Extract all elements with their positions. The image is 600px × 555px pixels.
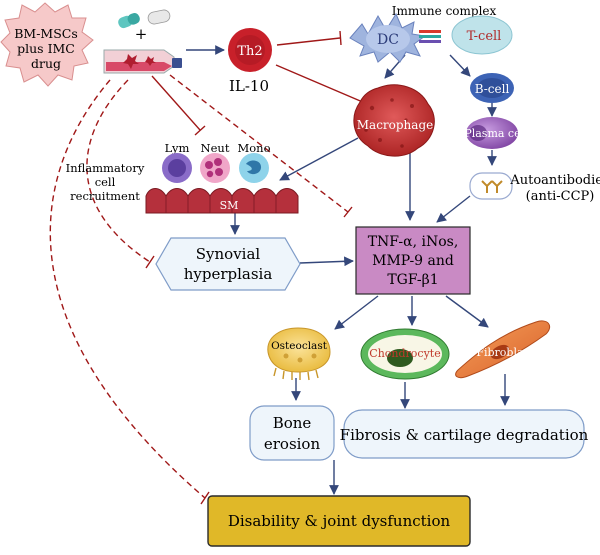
plasma-cell-label: Plasma cell (464, 127, 528, 140)
bone-label-line1: Bone (273, 414, 312, 432)
inflam-label-line1: Inflammatory (66, 161, 145, 175)
starburst-shape (0, 2, 94, 87)
th2-cell: Th2 (228, 28, 272, 72)
anti-ccp-label: (anti-CCP) (526, 189, 595, 204)
synovial-label-line1: Synovial (196, 245, 261, 263)
th2-label: Th2 (237, 44, 262, 59)
il10-label: IL-10 (229, 77, 269, 95)
tcell-label: T-cell (467, 29, 502, 44)
msc-label-line1: BM-MSCs (14, 26, 78, 41)
arrow-dc-to-bcell (449, 54, 471, 77)
bone-erosion-box: Bone erosion (249, 405, 335, 461)
bcell: B-cell (470, 73, 514, 103)
lym-label: Lym (165, 141, 190, 155)
arrow-autoab-to-cytokines (436, 195, 471, 223)
msc-starburst: BM-MSCs plus IMC drug (0, 2, 94, 87)
immune-complex-label: Immune complex (392, 4, 497, 18)
inhibit-bar-disability (200, 491, 210, 505)
inhibit-to-disability-dashed (49, 79, 206, 499)
disability-label: Disability & joint dysfunction (228, 512, 451, 530)
inhibit-bar-cells (194, 125, 206, 136)
arrow-cytokines-to-fibroblast (445, 295, 489, 328)
neutrophil-cell: Neut (200, 141, 230, 183)
fibroblast-label: Fibroblast (476, 346, 534, 359)
msc-label-line2: plus IMC (17, 41, 75, 56)
arrow-cytokines-to-osteoclast (334, 295, 379, 330)
dendritic-cell: DC (349, 12, 427, 63)
bone-label-line2: erosion (264, 435, 321, 453)
tcell: T-cell (451, 15, 513, 55)
activation-arrows (186, 45, 510, 495)
inflam-label-line2: cell (95, 175, 116, 189)
monocyte-cell: Mono (237, 141, 271, 183)
synovial-hyperplasia-box: Synovial hyperplasia (155, 237, 301, 291)
inflam-label-line3: recruitment (70, 189, 140, 203)
culture-flask-icon (103, 49, 182, 74)
fibroblast-cell: Fibroblast (455, 320, 551, 379)
inhibit-bar-synovial (145, 255, 155, 269)
cytokine-line2: MMP-9 and (372, 253, 454, 269)
macrophage-cell: Macrophage (353, 84, 435, 157)
neut-label: Neut (201, 141, 230, 155)
inhibit-to-synovial-dashed (86, 79, 151, 263)
plus-sign: + (135, 25, 148, 43)
inhibit-bar-cytokines (343, 206, 353, 218)
autoantibody-icon (469, 172, 513, 200)
immune-synapse-icon (419, 30, 441, 43)
mono-label: Mono (237, 141, 270, 155)
osteoclast-cell: Osteoclast (267, 327, 331, 381)
disability-box: Disability & joint dysfunction (207, 495, 471, 547)
bcell-label: B-cell (475, 82, 510, 96)
inhibit-th2-to-macrophage (275, 64, 366, 104)
fibrosis-box: Fibrosis & cartilage degradation (340, 409, 589, 459)
chondrocyte-cell: Chondrocyte (360, 328, 450, 380)
inhibit-th2-to-dc (276, 37, 341, 46)
arrow-synovial-to-cytokines (299, 256, 354, 267)
dc-label: DC (377, 32, 399, 48)
osteoclast-label: Osteoclast (271, 340, 328, 352)
inhibit-flask-to-cytokines-dashed (169, 74, 349, 213)
inhibition-lines (49, 30, 369, 505)
inhibit-bar-dc (339, 30, 342, 46)
synovial-membrane: SM (145, 188, 299, 214)
chondrocyte-label: Chondrocyte (369, 347, 440, 360)
autoantibodies-label: Autoantibodies (509, 173, 600, 188)
arrow-macrophage-to-cells (279, 137, 359, 181)
drug-pills-icon (118, 9, 171, 29)
plasma-cell: Plasma cell (464, 117, 528, 149)
synovial-label-line2: hyperplasia (184, 265, 273, 283)
cytokines-box: TNF-α, iNos, MMP-9 and TGF-β1 (355, 226, 471, 295)
fibrosis-label: Fibrosis & cartilage degradation (340, 426, 589, 444)
inhibit-flask-to-cells (151, 75, 201, 131)
macrophage-label: Macrophage (357, 118, 433, 132)
cytokine-line3: TGF-β1 (387, 272, 438, 288)
msc-label-line3: drug (31, 56, 61, 71)
cytokine-line1: TNF-α, iNos, (368, 234, 459, 250)
sm-label: SM (220, 199, 239, 212)
lymphocyte-cell: Lym (162, 141, 192, 183)
